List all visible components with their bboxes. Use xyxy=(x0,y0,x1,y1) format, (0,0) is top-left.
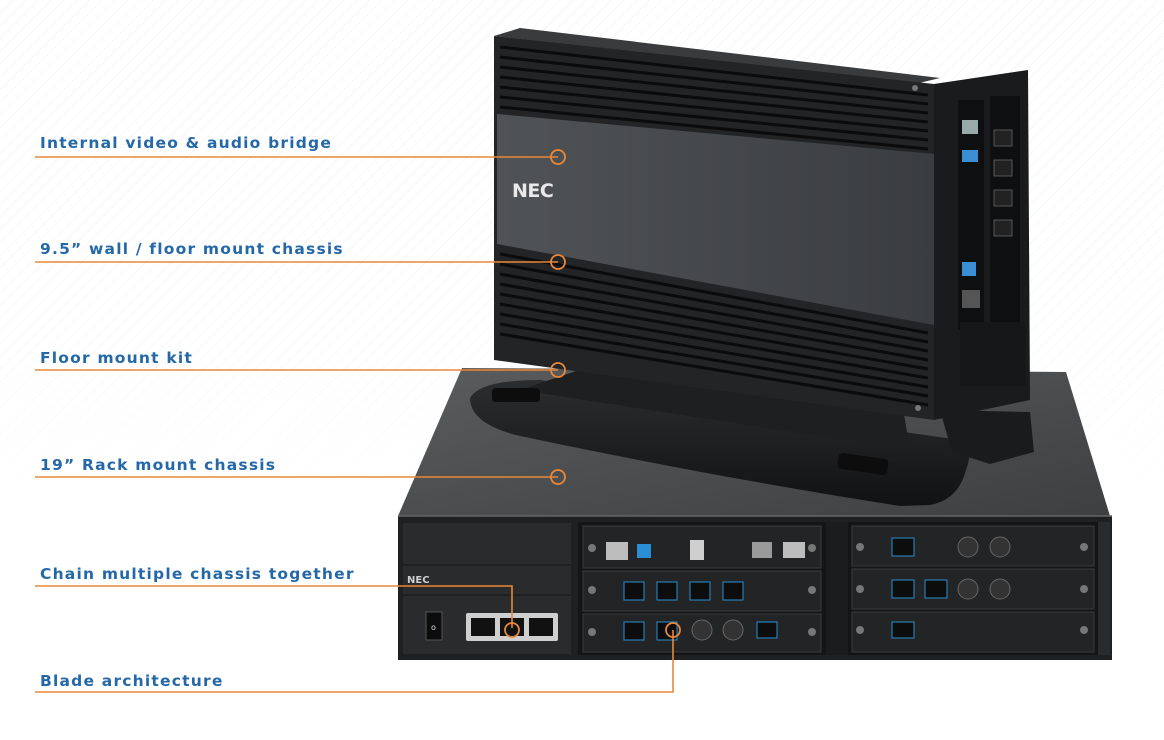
leader-line-blade xyxy=(35,630,674,693)
leader-line-chain xyxy=(35,585,513,628)
callout-markers xyxy=(504,149,681,638)
stand-foot-right xyxy=(837,453,889,475)
marker-bridge xyxy=(550,149,566,165)
marker-rack xyxy=(550,469,566,485)
blade-section xyxy=(578,522,826,655)
leader-lines xyxy=(35,156,674,693)
callout-label-blade: Blade architecture xyxy=(40,672,224,690)
rack-left-section: o xyxy=(403,523,571,654)
callout-label-chain: Chain multiple chassis together xyxy=(40,565,355,583)
side-card-slots xyxy=(958,96,1026,386)
svg-text:o: o xyxy=(431,623,436,632)
blade-section-right xyxy=(826,522,1110,655)
tower-front-panel xyxy=(497,114,934,325)
marker-chain xyxy=(504,622,520,638)
blade-card-6 xyxy=(851,611,1095,653)
callout-label-floor: Floor mount kit xyxy=(40,349,193,367)
nec-logo-tower: NEC xyxy=(512,180,554,202)
nec-logo-rack: NEC xyxy=(407,575,430,586)
stand-foot-left xyxy=(492,388,540,402)
marker-wall xyxy=(550,254,566,270)
callout-label-bridge: Internal video & audio bridge xyxy=(40,134,333,152)
tower-chassis xyxy=(494,28,1030,420)
marker-blade xyxy=(665,622,681,638)
lower-vents xyxy=(499,252,929,407)
upper-vents xyxy=(499,45,929,151)
chain-port-1 xyxy=(471,618,495,636)
chain-port-3 xyxy=(529,618,553,636)
marker-floor xyxy=(550,362,566,378)
callout-label-wall: 9.5” wall / floor mount chassis xyxy=(40,240,344,258)
callout-label-rack: 19” Rack mount chassis xyxy=(40,456,277,474)
power-switch xyxy=(425,611,443,641)
tower-top xyxy=(494,28,940,84)
